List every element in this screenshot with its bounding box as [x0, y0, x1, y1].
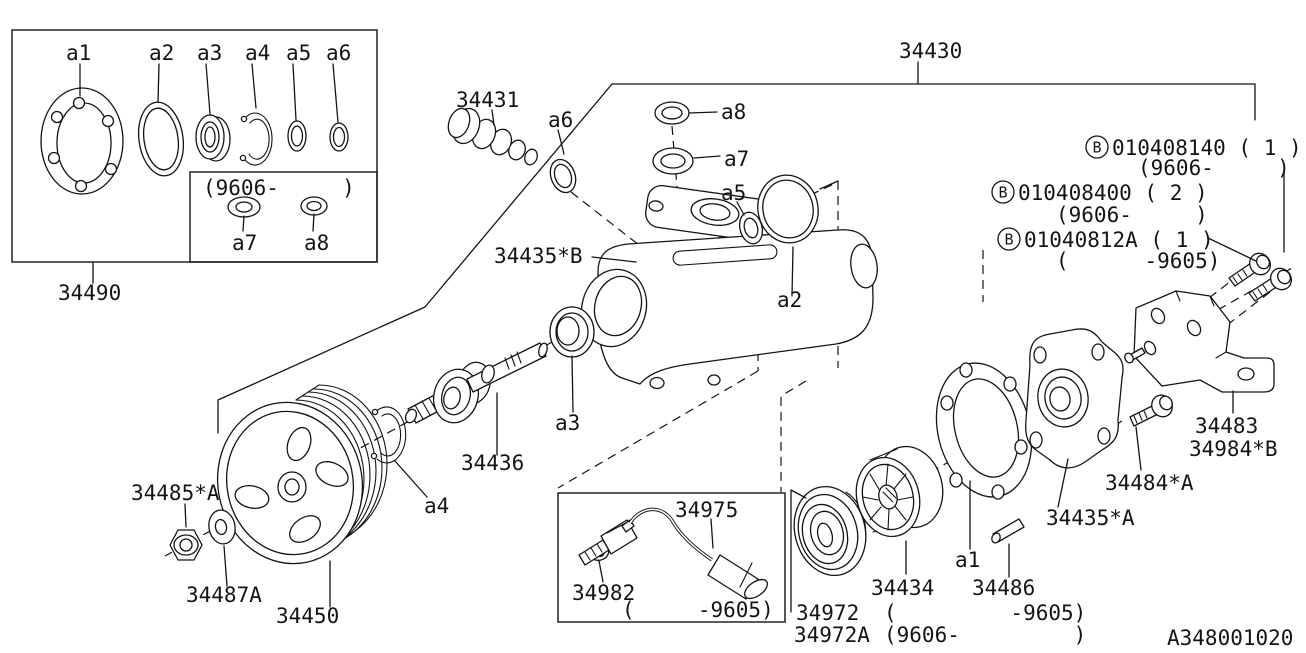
bolt-row-010408140: B 010408140 ( 1 ): [1085, 135, 1302, 160]
leader-34430-diagonal: [217, 83, 613, 434]
svg-text:010408140 ( 1 ): 010408140 ( 1 ): [1112, 136, 1302, 160]
callout-a7-kit: a7: [232, 231, 257, 255]
bolt-010408400-drawing: [1248, 267, 1292, 302]
date-range-34972: ( -9605): [884, 601, 1086, 625]
part-label-34435B: 34435*B: [494, 244, 583, 268]
callout-a3-shaft: a3: [555, 411, 580, 435]
bolt-row-010408400: B 010408400 ( 2 ): [991, 180, 1208, 205]
boundary-diagonal-to-box: [557, 370, 759, 489]
gasket-a1-rear-drawing: [935, 362, 1033, 500]
bolt-row-01040812A: B 01040812A ( 1 ): [997, 227, 1214, 252]
part-label-34435A: 34435*A: [1046, 506, 1135, 530]
date-range-34982: ( -9605): [622, 598, 774, 622]
bracket-34483-drawing: [1124, 290, 1275, 393]
washer-a8-drawing: [300, 196, 328, 216]
circled-b-icon: [997, 227, 1021, 251]
bearing-a3-drawing: [549, 306, 595, 358]
bolt1-to-bracket: [1145, 273, 1241, 348]
part-label-34490: 34490: [58, 281, 121, 305]
circled-b-icon: [991, 180, 1015, 204]
callout-a3-kit: a3: [197, 41, 222, 65]
callout-a7-pump: a7: [724, 147, 749, 171]
part-label-34483: 34483: [1195, 414, 1258, 438]
kit-inner-box-outline: [189, 171, 378, 263]
bolt-date-range-3: ( -9605): [1056, 249, 1220, 273]
bolt-010408140-drawing: [1228, 252, 1271, 287]
washer-a7-pump-drawing: [652, 147, 694, 175]
part-label-34436: 34436: [461, 451, 524, 475]
nut-34485A-drawing: [169, 529, 203, 561]
washer-a7-drawing: [227, 196, 261, 218]
part-label-34485A: 34485*A: [131, 481, 220, 505]
leader-lines: [79, 61, 1285, 613]
svg-text:B: B: [1092, 139, 1101, 157]
svg-text:01040812A ( 1 ): 01040812A ( 1 ): [1024, 228, 1214, 252]
callout-a4-kit: a4: [245, 41, 270, 65]
kit-date-range: (9606- ): [203, 176, 355, 200]
pulley-34972-drawing: [793, 485, 867, 577]
seal-kit-box-34490: [11, 29, 378, 263]
seal-a3-drawing: [195, 114, 231, 162]
part-label-34484A: 34484*A: [1105, 471, 1194, 495]
rotor-34434-drawing: [855, 445, 944, 538]
washer-a8-pump-drawing: [654, 101, 690, 125]
connector-34431-drawing: [447, 107, 538, 166]
part-label-34431: 34431: [456, 88, 519, 112]
callout-a5-pump: a5: [721, 181, 746, 205]
pulley-34450-drawing: [216, 384, 388, 565]
callout-a4-shaft: a4: [424, 494, 449, 518]
bolt-34484A-drawing: [1129, 394, 1173, 427]
boundary-vertical-3: [780, 380, 807, 492]
axis-plug-to-port: [570, 191, 640, 246]
part-label-34975: 34975: [675, 498, 738, 522]
drawing-code: A348001020: [1167, 626, 1293, 650]
oring-a5-pump-drawing: [738, 211, 764, 245]
callout-a2-pump: a2: [777, 288, 802, 312]
svg-text:B: B: [998, 184, 1007, 202]
callout-a6-kit: a6: [326, 41, 351, 65]
labels-layer: a1 a2 a3 a4 a5 a6 (9606- ) a7 a8 34490 34431 a6 3443…: [58, 39, 1302, 650]
callout-a1-gasket: a1: [955, 548, 980, 572]
part-label-34434: 34434: [871, 576, 934, 600]
part-label-34486: 34486: [972, 576, 1035, 600]
callout-a8-kit: a8: [304, 231, 329, 255]
housing-34435A-drawing: [1025, 328, 1124, 469]
oring-a6-drawing: [329, 122, 349, 152]
bolt-date-range-2: (9606- ): [1056, 203, 1208, 227]
callout-a1-kit: a1: [66, 41, 91, 65]
washer-34487A-drawing: [208, 509, 236, 545]
callout-a5-kit: a5: [286, 41, 311, 65]
callout-a2-kit: a2: [149, 41, 174, 65]
circled-b-icon: [1085, 135, 1109, 159]
svg-text:010408400 ( 2 ): 010408400 ( 2 ): [1018, 181, 1208, 205]
callout-a8-pump: a8: [721, 100, 746, 124]
callout-a6-plug: a6: [548, 108, 573, 132]
snap-ring-a4-drawing: [239, 112, 273, 166]
part-label-34972: 34972: [796, 601, 859, 625]
oring-a6-plug-drawing: [549, 158, 577, 194]
pin-34486-drawing: [991, 518, 1025, 544]
shaft-34436-drawing: [404, 342, 548, 424]
part-label-34982: 34982: [572, 581, 635, 605]
part-label-34984B: 34984*B: [1189, 437, 1278, 461]
part-label-34450: 34450: [276, 604, 339, 628]
part-label-34430: 34430: [899, 39, 962, 63]
oring-a5-drawing: [287, 120, 307, 152]
oring-a2-drawing: [137, 101, 185, 177]
switch-34975-drawing: [578, 507, 769, 600]
snap-ring-a4-shaft-drawing: [370, 406, 407, 464]
switch-box-outline: [557, 492, 786, 623]
leader-34430-bracket: [611, 61, 1256, 121]
gasket-a1-drawing: [40, 87, 124, 195]
svg-text:B: B: [1004, 231, 1013, 249]
part-label-34972A: 34972A: [794, 623, 870, 647]
pump-body-34435B-drawing: [580, 184, 878, 390]
part-label-34487A: 34487A: [186, 583, 262, 607]
switch-box-34975: [557, 492, 786, 623]
bolt-date-range-1: (9606- ): [1138, 156, 1290, 180]
date-range-34972A: (9606- ): [884, 623, 1086, 647]
oring-a2-pump-drawing: [757, 174, 819, 244]
